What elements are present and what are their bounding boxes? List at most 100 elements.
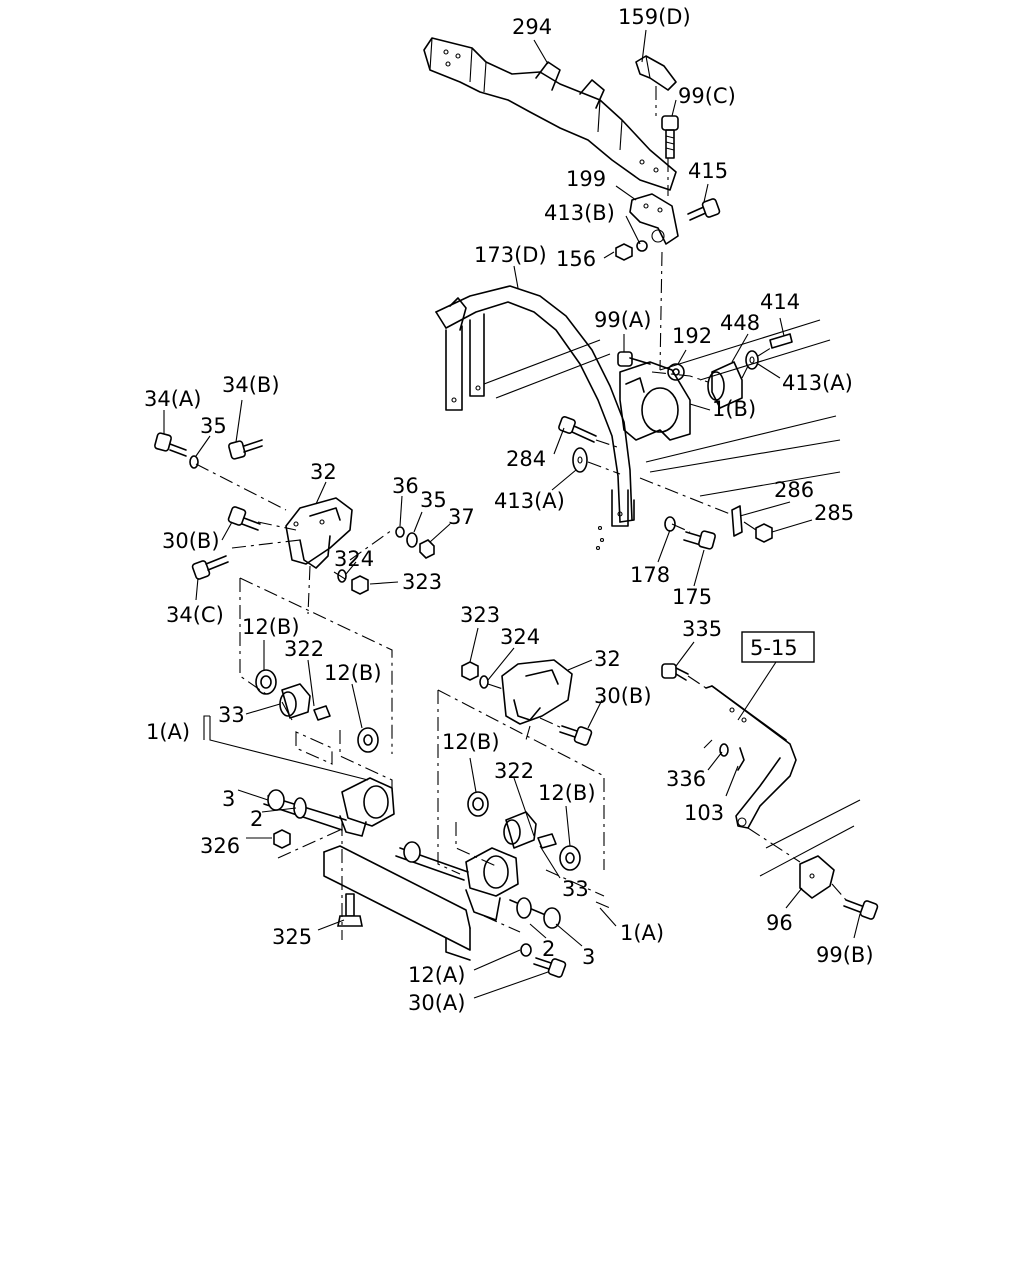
leader-lines (163, 29, 861, 999)
plate-286 (731, 505, 743, 537)
bolt-99b (843, 899, 879, 920)
washer-413a-upper (745, 350, 759, 370)
nut-285 (755, 523, 773, 543)
label-322-right: 322 (494, 759, 534, 783)
insulator-12b-left-upper (255, 669, 277, 695)
bolt-284 (558, 416, 597, 443)
label-32-right: 32 (594, 647, 621, 671)
rubber-cushion-448 (707, 361, 743, 409)
washer-324-left (337, 569, 347, 583)
label-285: 285 (814, 501, 854, 525)
rubber-33-left (279, 683, 311, 719)
bolt-30b-right (559, 725, 593, 746)
lever-arm (705, 685, 797, 829)
spacer-322-right (537, 833, 557, 849)
center-lines (195, 86, 847, 940)
bolt-415 (687, 198, 721, 221)
label-34c: 34(C) (166, 603, 224, 627)
washer-413a-lower (572, 447, 588, 473)
label-99c: 99(C) (678, 84, 736, 108)
label-414: 414 (760, 290, 800, 314)
label-323-right: 323 (460, 603, 500, 627)
nut-192 (667, 363, 685, 381)
insulator-12b-left-lower (357, 727, 379, 753)
label-336: 336 (666, 767, 706, 791)
label-34b: 34(B) (222, 373, 280, 397)
bolt-99a (617, 351, 651, 367)
part-labels: 294 159(D) 99(C) 415 199 413(B) 156 173(… (144, 5, 874, 1015)
label-30b-left: 30(B) (162, 529, 220, 553)
label-3-left: 3 (222, 787, 235, 811)
label-12b-right-upper: 12(B) (442, 730, 500, 754)
label-2-left: 2 (250, 807, 263, 831)
bolt-175 (683, 530, 716, 550)
pin-414 (769, 333, 793, 349)
label-35-upper: 35 (200, 414, 227, 438)
label-34a: 34(A) (144, 387, 201, 411)
label-12a: 12(A) (408, 963, 465, 987)
label-99b: 99(B) (816, 943, 874, 967)
label-173d: 173(D) (474, 243, 547, 267)
bolt-99c (661, 115, 679, 159)
frame-rail-lower (759, 799, 861, 877)
bracket-32-right (501, 659, 573, 725)
bolt-30a (533, 957, 567, 978)
washer-36 (395, 526, 405, 538)
label-324-left: 324 (334, 547, 374, 571)
label-415: 415 (688, 159, 728, 183)
label-36: 36 (392, 474, 419, 498)
label-33-right: 33 (562, 877, 589, 901)
label-175: 175 (672, 585, 712, 609)
label-99a: 99(A) (594, 308, 651, 332)
washer-324-right (479, 675, 489, 689)
crossmember-plate (323, 845, 471, 961)
label-335: 335 (682, 617, 722, 641)
bolt-34c (191, 555, 229, 580)
label-199: 199 (566, 167, 606, 191)
bush-holder-1a-right (465, 847, 519, 921)
label-37: 37 (448, 505, 475, 529)
label-12b-left-lower: 12(B) (324, 661, 382, 685)
exploded-view-frames (239, 577, 611, 933)
washer-413b (636, 240, 648, 252)
label-30a: 30(A) (408, 991, 465, 1015)
label-103: 103 (684, 801, 724, 825)
label-1a-right: 1(A) (620, 921, 664, 945)
label-12b-right-lower: 12(B) (538, 781, 596, 805)
label-159d: 159(D) (618, 5, 691, 29)
washer-35-right (406, 532, 418, 548)
nut-156 (615, 243, 633, 261)
bolt-34b (228, 439, 263, 460)
reference-box[interactable]: 5-15 (741, 631, 815, 663)
label-96: 96 (766, 911, 793, 935)
label-35-right: 35 (420, 488, 447, 512)
label-448: 448 (720, 311, 760, 335)
nut-326 (273, 829, 291, 849)
label-322-left: 322 (284, 637, 324, 661)
crossmember-294 (423, 37, 677, 191)
tube-bar-173d (435, 285, 635, 551)
label-323-left: 323 (402, 570, 442, 594)
reference-label: 5-15 (750, 636, 798, 660)
nut-323-left (351, 575, 369, 595)
bracket-32-left (285, 497, 353, 569)
bush-holder-1a-left (339, 777, 395, 837)
frame-rail (483, 319, 841, 497)
label-156: 156 (556, 247, 596, 271)
insulator-12b-right-upper (467, 791, 489, 817)
label-413b: 413(B) (544, 201, 615, 225)
bolt-335 (661, 663, 689, 681)
label-32-left: 32 (310, 460, 337, 484)
label-413a-upper: 413(A) (782, 371, 853, 395)
label-2-right: 2 (542, 937, 555, 961)
cotter-pin-103 (737, 747, 745, 771)
label-3-right: 3 (582, 945, 595, 969)
label-413a-lower: 413(A) (494, 489, 565, 513)
spacer-322-left (313, 705, 331, 721)
washer-336 (719, 743, 729, 757)
label-33-left: 33 (218, 703, 245, 727)
washer-178 (664, 516, 676, 532)
label-326: 326 (200, 834, 240, 858)
label-294: 294 (512, 15, 552, 39)
